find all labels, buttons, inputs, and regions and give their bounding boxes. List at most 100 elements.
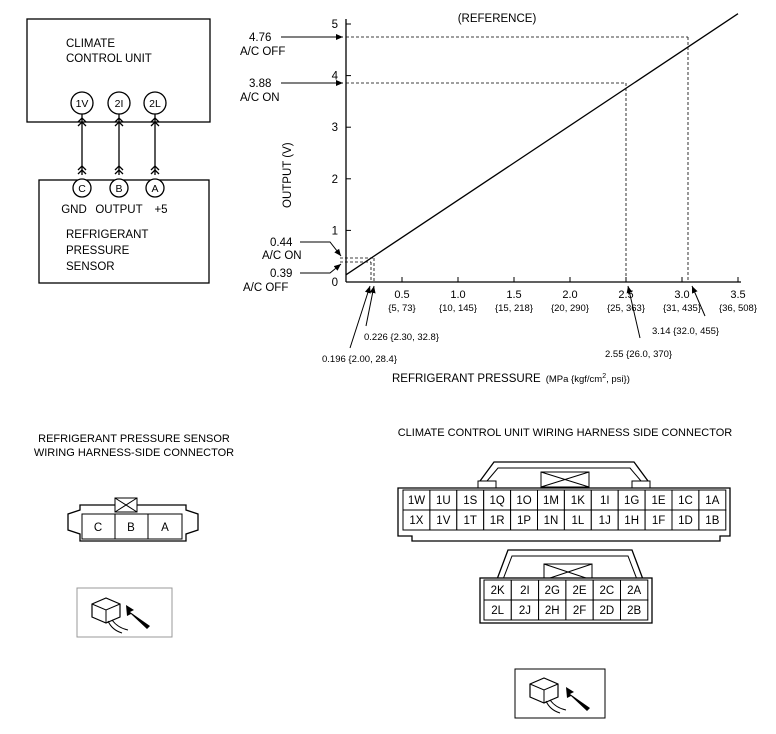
pin-2k: 2K [491,585,505,597]
x-tick-sublabel: {20, 290} [551,303,589,314]
pin-2i: 2I [520,585,530,597]
pin-1d: 1D [678,515,693,527]
sensor-connector-section: REFRIGERANT PRESSURE SENSOR WIRING HARNE… [34,433,234,638]
ccu-title-line1: CLIMATE [66,38,115,50]
pin-1k: 1K [571,495,585,507]
y-tick-label: 0 [332,277,338,289]
pin-2b: 2B [627,605,641,617]
sensor-connector-title-line1: REFRIGERANT PRESSURE SENSOR [38,433,230,445]
ccu-connector-view-icon [514,668,606,719]
ac-on-low-label: A/C ON [262,250,302,262]
x-tick-sublabel: {15, 218} [495,303,533,314]
y-tick-label: 4 [332,71,339,83]
upper-pin-cell [698,509,727,531]
x-tick-label: 3.5 [730,289,745,301]
pin-1p: 1P [517,515,531,527]
pin-1o: 1O [516,495,531,507]
svg-text:1V: 1V [76,98,89,110]
pin-2l: 2L [491,605,504,617]
sensor-name-line3: SENSOR [66,261,115,273]
ccu-connector-section: CLIMATE CONTROL UNIT WIRING HARNESS SIDE… [397,427,733,719]
pin-1q: 1Q [489,495,504,507]
xlabel-unit-prefix: (MPa {kgf/cm [546,374,603,385]
pressure-255: 2.55 {26.0, 370} [605,349,672,360]
x-tick-label: 3.0 [674,289,689,301]
pin-1h: 1H [624,515,639,527]
ccu-title-line2: CONTROL UNIT [66,53,152,65]
sensor-name-line2: PRESSURE [66,245,130,257]
pin-2g: 2G [545,585,560,597]
pin-1t: 1T [464,515,477,527]
y-tick-label: 3 [332,122,338,134]
pin-1a: 1A [705,495,719,507]
ac-off-high-value: 4.76 [249,32,271,44]
pin-2j: 2J [519,605,531,617]
pin-1l: 1L [571,515,584,527]
ac-off-low-value: 0.39 [270,268,292,280]
sensor-terminal-c: C [72,178,92,198]
pin-1s: 1S [463,495,477,507]
ac-on-low-value: 0.44 [270,237,293,249]
x-tick-sublabel: {31, 435} [663,303,701,314]
pin-1e: 1E [652,495,666,507]
sensor-terminal-b: B [109,178,129,198]
output-voltage-chart: (REFERENCE) OUTPUT (V) REFRIGERANT PRESS… [240,13,757,385]
pin-2a: 2A [627,585,641,597]
chart-ylabel: OUTPUT (V) [282,142,294,208]
sensor-terminal-a: A [145,178,165,198]
chart-xlabel: REFRIGERANT PRESSURE (MPa {kgf/cm2, psi}) [392,373,630,385]
pin-1v: 1V [436,515,450,527]
pin-1u: 1U [436,495,451,507]
ccu-terminal-1v: 1V [70,91,94,115]
sensor-connector-view-icon [76,587,173,638]
pin-1b: 1B [705,515,719,527]
x-tick-label: 1.5 [506,289,521,301]
ccu-terminal-2i: 2I [107,91,131,115]
ac-on-high-value: 3.88 [249,78,271,90]
x-tick-label: 0.5 [394,289,409,301]
pin-1r: 1R [490,515,505,527]
ac-off-low-label: A/C OFF [243,282,288,294]
refrigerant-pressure-sensor: C B A GND OUTPUT +5 REFRIGERANT PRESSURE… [38,178,210,284]
x-tick-label: 2.0 [562,289,577,301]
sensor-pin-a: A [161,522,169,534]
svg-text:2I: 2I [115,98,124,110]
pin-2d: 2D [599,605,614,617]
pin-1j: 1J [599,515,611,527]
pin-1w: 1W [408,495,425,507]
y-tick-label: 5 [332,19,338,31]
pin-1c: 1C [678,495,693,507]
pressure-314: 3.14 {32.0, 455} [652,326,719,337]
x-tick-sublabel: {10, 145} [439,303,477,314]
wiring [77,114,160,175]
xlabel-unit-sup: 2 [602,373,606,380]
pin-2c: 2C [599,585,614,597]
y-tick-label: 1 [332,225,338,237]
sensor-connector: C B A [67,497,199,542]
sensor-name-line1: REFRIGERANT [66,229,148,241]
x-tick-sublabel: {5, 73} [388,303,415,314]
lower-pin-cell [620,599,649,621]
terminal-label-plus5: +5 [154,204,167,216]
xlabel-main: REFRIGERANT PRESSURE [392,373,541,385]
ac-off-high-label: A/C OFF [240,46,285,58]
ccu-connector-title: CLIMATE CONTROL UNIT WIRING HARNESS SIDE… [398,427,733,439]
pin-1x: 1X [409,515,423,527]
reference-lines [340,36,689,282]
x-ticks: 0.5{5, 73}1.0{10, 145}1.5{15, 218}2.0{20… [388,277,757,314]
climate-control-unit: CLIMATE CONTROL UNIT 1V 2I 2L [26,18,211,123]
svg-text:REFRIGERANT PRESSURE(MPa {kgf/: REFRIGERANT PRESSURE (MPa {kgf/cm2, psi}) [392,373,630,385]
pin-1n: 1N [544,515,559,527]
terminal-label-output: OUTPUT [95,204,142,216]
sensor-connector-title-line2: WIRING HARNESS-SIDE CONNECTOR [34,447,234,459]
ac-on-high-label: A/C ON [240,92,280,104]
svg-text:2L: 2L [149,98,161,110]
svg-text:B: B [115,183,122,195]
pressure-0226: 0.226 {2.30, 32.8} [364,332,439,343]
xlabel-unit-suffix: , psi}) [606,374,630,385]
